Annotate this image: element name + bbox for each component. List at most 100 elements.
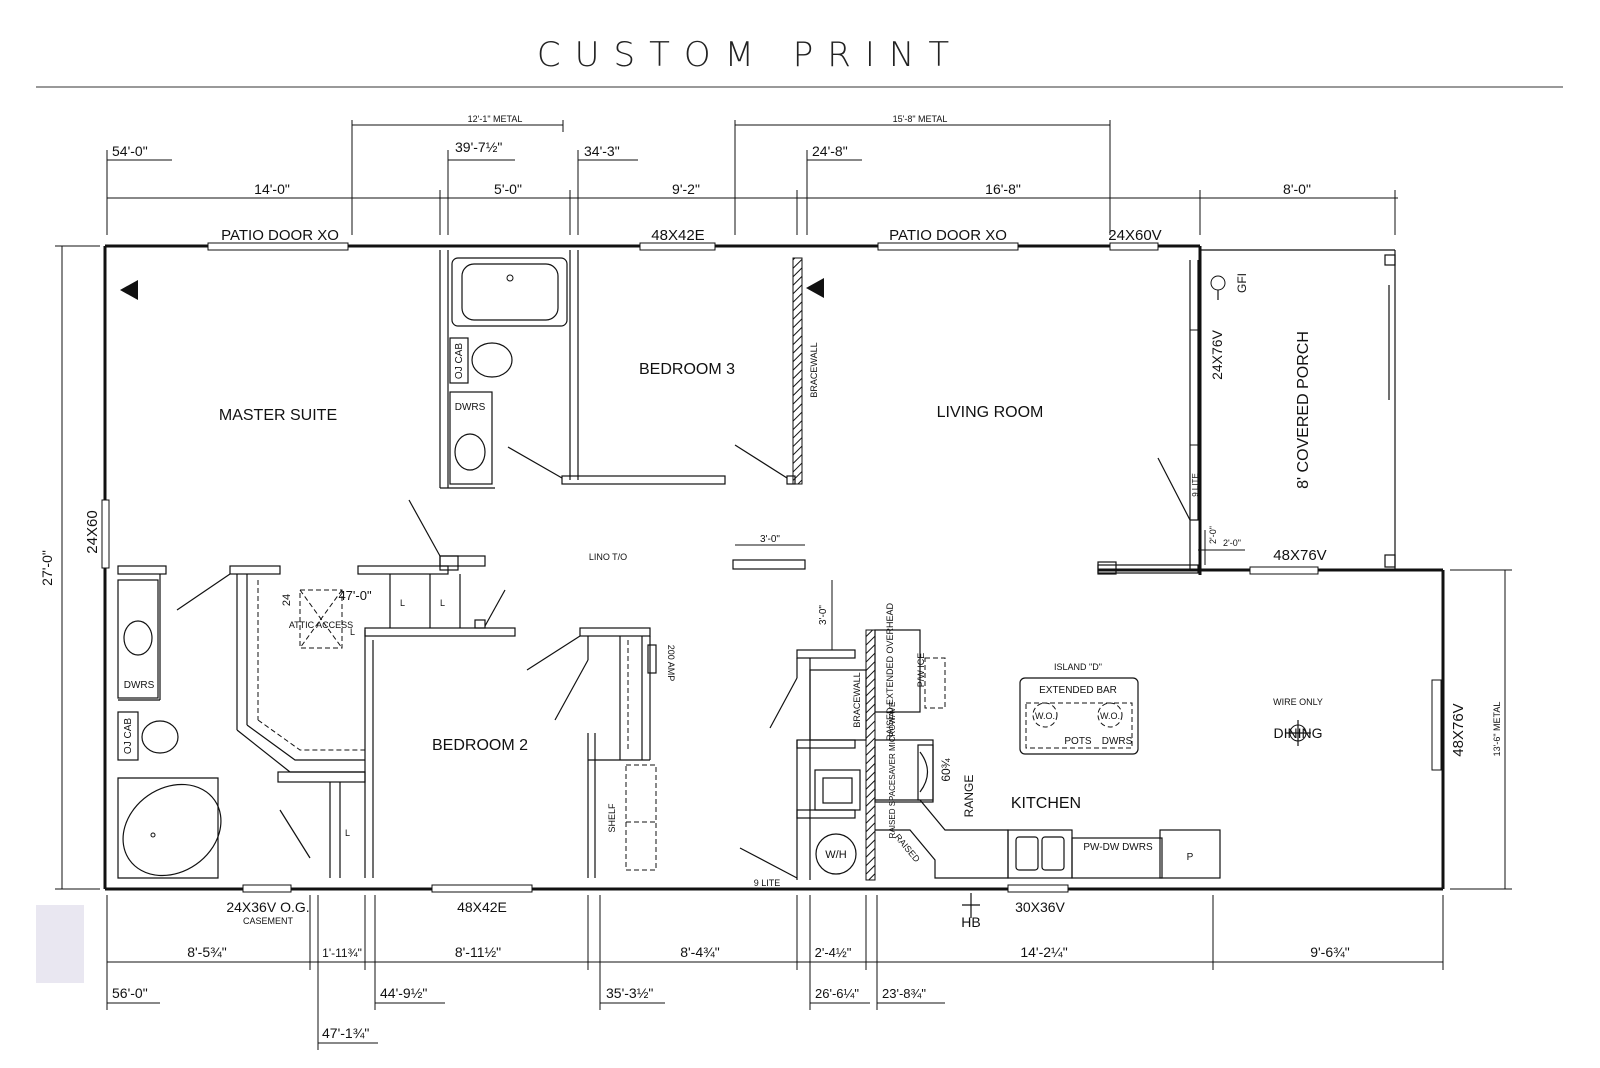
top-windows: PATIO DOOR XO 48X42E PATIO DOOR XO 24X60… bbox=[221, 227, 1162, 244]
label-porch-window: 24X76V bbox=[1209, 329, 1225, 379]
hose-bib: HB bbox=[961, 914, 980, 930]
running-35ft: 35'-3½" bbox=[606, 985, 653, 1001]
door-swings bbox=[176, 444, 1191, 879]
running-34ft: 34'-3" bbox=[584, 143, 620, 159]
svg-text:L: L bbox=[440, 598, 445, 608]
dim-9ft: 9'-2" bbox=[672, 181, 700, 197]
window-casement: 24X36V O.G. bbox=[226, 899, 309, 915]
side-dimension-lines bbox=[55, 245, 1512, 890]
room-master-suite: MASTER SUITE bbox=[219, 407, 337, 424]
label-bracewall-top: BRACEWALL bbox=[809, 342, 819, 397]
label-wo-2: W.O. bbox=[1100, 711, 1120, 721]
label-9-lite-bottom: 9 LITE bbox=[754, 878, 781, 888]
window-48x42e-bottom: 48X42E bbox=[457, 899, 507, 915]
metal-note-left: 12'-1" METAL bbox=[468, 114, 523, 124]
window-48x42e-top: 48X42E bbox=[651, 227, 704, 244]
metal-note-right: 15'-8" METAL bbox=[893, 114, 948, 124]
bottom-dimensions: 8'-5¾" 1'-11¾" 8'-11½" 8'-4¾" 2'-4½" 14'… bbox=[112, 944, 1350, 1041]
label-raised: RAISED bbox=[893, 832, 923, 864]
running-24ft: 24'-8" bbox=[812, 143, 848, 159]
bottom-dimension-lines bbox=[106, 895, 1444, 1050]
kitchen-fixtures bbox=[299, 275, 1311, 918]
bottom-window-labels: 24X36V O.G. CASEMENT 48X42E 30X36V HB bbox=[226, 899, 1065, 930]
room-living: LIVING ROOM bbox=[937, 404, 1044, 421]
dim-bottom-4: 8'-4¾" bbox=[680, 944, 720, 960]
label-200-amp: 200 AMP bbox=[666, 645, 676, 682]
label-wo-1: W.O. bbox=[1035, 711, 1055, 721]
label-island: ISLAND "D" bbox=[1054, 662, 1102, 672]
dim-14ft: 14'-0" bbox=[254, 181, 290, 197]
running-56ft: 56'-0" bbox=[112, 985, 148, 1001]
window-30x36v: 30X36V bbox=[1015, 899, 1065, 915]
window-24x60v: 24X60V bbox=[1108, 227, 1161, 244]
label-attic-24: 24 bbox=[281, 594, 293, 606]
interior-walls bbox=[117, 250, 1201, 881]
label-water-heater: W/H bbox=[825, 849, 846, 861]
label-9-lite-porch: 9 LITE bbox=[1191, 473, 1200, 497]
dim-bottom-5: 2'-4½" bbox=[815, 945, 852, 960]
side-labels: 27'-0" 24X60 48X76V bbox=[39, 510, 1467, 756]
running-44ft: 44'-9½" bbox=[380, 985, 427, 1001]
window-casement-sub: CASEMENT bbox=[243, 916, 294, 926]
window-24x60: 24X60 bbox=[84, 510, 101, 553]
room-covered-porch: 8' COVERED PORCH bbox=[1295, 331, 1312, 489]
label-attic-47: 47'-0" bbox=[338, 588, 372, 603]
dim-bottom-6: 14'-2¼" bbox=[1020, 944, 1067, 960]
running-23ft: 23'-8¾" bbox=[882, 986, 926, 1001]
label-bracewall-kitchen: BRACEWALL bbox=[852, 672, 862, 727]
marker-triangle-right bbox=[806, 278, 824, 298]
label-raised-microwave: RAISED SPACESAVER MICROWAVE bbox=[888, 702, 897, 839]
label-2ft-a: 2'-0" bbox=[1208, 526, 1218, 544]
svg-text:L: L bbox=[345, 828, 350, 838]
dim-bottom-2: 1'-11¾" bbox=[322, 946, 362, 960]
running-26ft: 26'-6¼" bbox=[815, 986, 859, 1001]
running-39ft: 39'-7½" bbox=[455, 139, 502, 155]
page-title: CUSTOM PRINT bbox=[537, 35, 963, 75]
dim-5ft: 5'-0" bbox=[494, 181, 522, 197]
exterior-walls bbox=[103, 244, 1445, 891]
label-pw-ice: P/W ICE bbox=[916, 653, 926, 688]
label-extended-bar: EXTENDED BAR bbox=[1039, 685, 1117, 696]
label-dwrs-island: DWRS bbox=[1102, 736, 1133, 747]
paper-swatch bbox=[36, 905, 84, 983]
svg-text:L: L bbox=[350, 627, 355, 637]
label-oj-cab-left: OJ CAB bbox=[123, 718, 134, 754]
dim-bottom-3: 8'-11½" bbox=[455, 944, 501, 960]
room-bedroom-3: BEDROOM 3 bbox=[639, 361, 735, 378]
label-oj-cab-top: OJ CAB bbox=[454, 343, 465, 379]
label-60: 60¾ bbox=[939, 757, 953, 781]
running-47ft: 47'-1¾" bbox=[322, 1025, 369, 1041]
dim-bottom-7: 9'-6¾" bbox=[1310, 944, 1350, 960]
room-dining: DINING bbox=[1274, 725, 1323, 741]
label-lino: LINO T/O bbox=[589, 552, 627, 562]
metal-notes: 12'-1" METAL 15'-8" METAL 13'-6" METAL bbox=[468, 114, 1502, 756]
label-3ft-horizontal: 3'-0" bbox=[760, 534, 780, 545]
bathroom-fixtures bbox=[117, 257, 568, 879]
label-shelf: SHELF bbox=[607, 803, 617, 833]
room-labels: MASTER SUITE BEDROOM 3 LIVING ROOM BEDRO… bbox=[219, 331, 1323, 812]
patio-door-right: PATIO DOOR XO bbox=[889, 227, 1007, 244]
metal-note-side: 13'-6" METAL bbox=[1492, 702, 1502, 757]
label-wire-only: WIRE ONLY bbox=[1273, 697, 1323, 707]
wall-windows bbox=[101, 242, 1442, 893]
closet-markers: L L L L bbox=[345, 598, 445, 838]
room-kitchen: KITCHEN bbox=[1011, 795, 1081, 812]
dim-16ft: 16'-8" bbox=[985, 181, 1021, 197]
label-2ft-b: 2'-0" bbox=[1223, 538, 1241, 548]
label-raised-overhead: RAISED EXTENDED OVERHEAD bbox=[885, 602, 895, 741]
label-pw-dw: PW-DW DWRS bbox=[1083, 842, 1153, 853]
label-dwrs-top: DWRS bbox=[455, 402, 486, 413]
label-gfi: GFI bbox=[1235, 273, 1249, 293]
top-dimensions: 14'-0" 5'-0" 9'-2" 16'-8" 8'-0" 54'-0" 3… bbox=[112, 139, 1311, 197]
label-porch-bottom-window: 48X76V bbox=[1273, 547, 1326, 564]
label-pots: POTS bbox=[1064, 736, 1092, 747]
patio-door-left: PATIO DOOR XO bbox=[221, 227, 339, 244]
overall-depth: 27'-0" bbox=[39, 550, 55, 586]
label-attic-access: ATTIC ACCESS bbox=[289, 620, 353, 630]
dim-8ft: 8'-0" bbox=[1283, 181, 1311, 197]
running-54ft: 54'-0" bbox=[112, 143, 148, 159]
window-48x76v-right: 48X76V bbox=[1450, 703, 1467, 756]
room-bedroom-2: BEDROOM 2 bbox=[432, 737, 528, 754]
svg-text:L: L bbox=[400, 598, 405, 608]
